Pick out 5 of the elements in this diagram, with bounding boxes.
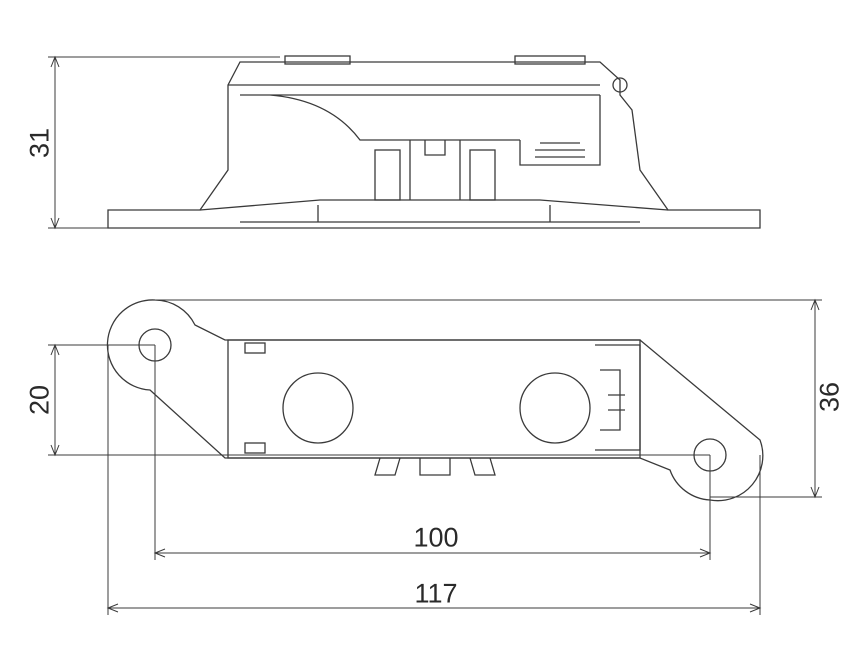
dimension-label: 31 xyxy=(26,128,54,158)
dimension-label: 100 xyxy=(413,524,459,552)
dimension-label: 36 xyxy=(816,382,844,412)
dimension-label: 117 xyxy=(414,580,458,608)
dimension-label: 20 xyxy=(26,384,54,416)
